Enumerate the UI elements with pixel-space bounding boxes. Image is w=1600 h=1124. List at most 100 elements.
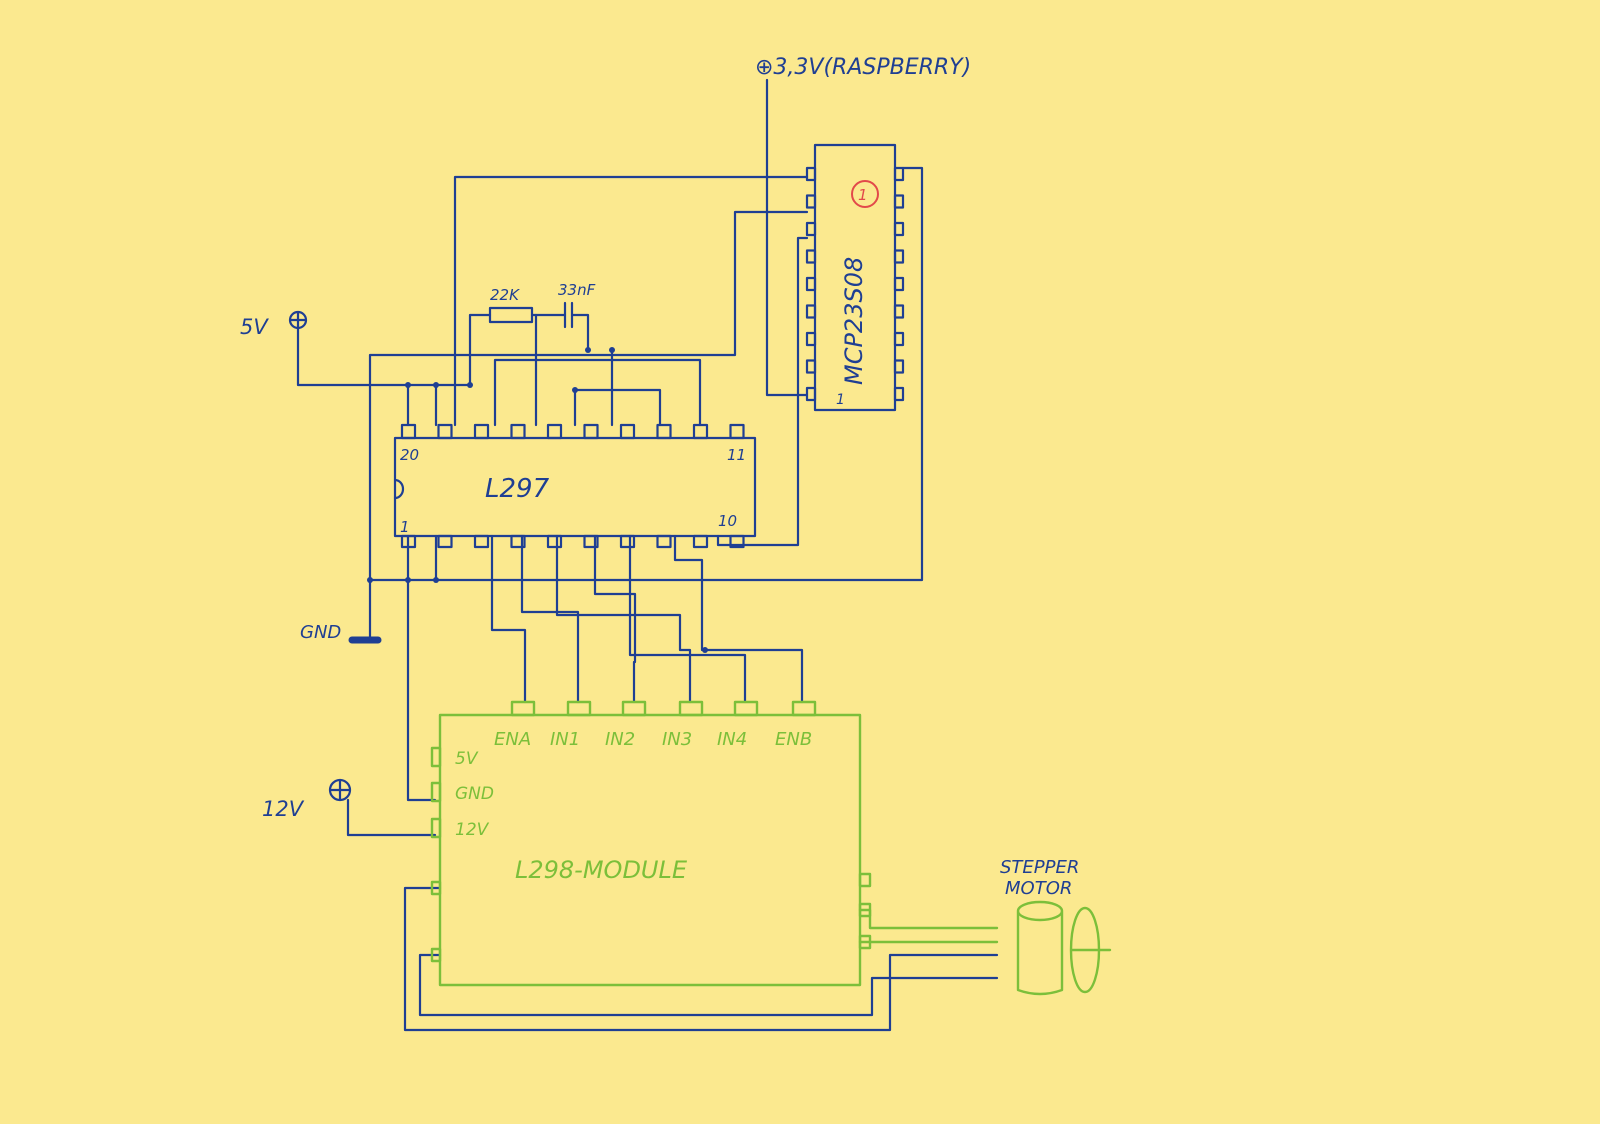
l298-body — [438, 713, 862, 987]
logic-wiring — [296, 78, 999, 1032]
l297-pin — [692, 534, 709, 549]
l298-input-pin — [791, 700, 817, 717]
junction-dot — [585, 347, 591, 353]
l298-input-labels: ENA IN1 IN2 IN3 IN4 ENB — [494, 729, 812, 750]
mcp-pin — [893, 276, 905, 292]
gnd-symbol: GND — [300, 622, 382, 644]
l298-input-pin — [621, 700, 647, 717]
l297-pin — [656, 423, 672, 440]
l297-pin — [583, 534, 599, 549]
l298-power-pin — [430, 746, 442, 768]
l298-label: L298-MODULE — [515, 856, 688, 884]
supply-5v: 5V — [240, 310, 308, 339]
mcp-pin — [893, 194, 905, 209]
l297-pin11-label: 11 — [727, 446, 746, 464]
mcp-pin — [805, 276, 817, 292]
l298-input-pin — [678, 700, 704, 717]
mcp-address-label: 1 — [858, 186, 868, 204]
mcp-pin — [893, 304, 905, 319]
junction-dot — [572, 387, 578, 393]
l297-bottom-pins — [400, 534, 745, 549]
mcp-pin — [893, 386, 905, 402]
l298-input-label: IN2 — [605, 729, 635, 750]
mcp-pin — [893, 166, 905, 182]
junction-dot — [367, 577, 373, 583]
l297-pin — [619, 423, 636, 440]
motor-body — [1016, 910, 1064, 996]
l297-notch — [393, 478, 405, 500]
junction-dot — [702, 647, 708, 653]
resistor-22k — [488, 306, 534, 324]
l298-input-label: ENB — [775, 729, 812, 750]
l297-label: L297 — [485, 474, 550, 504]
junction-dot — [467, 382, 473, 388]
l297-pin10-label: 10 — [718, 512, 737, 530]
l298-power-pin — [430, 781, 442, 803]
mcp-pin — [805, 249, 817, 264]
l298-input-pin — [733, 700, 759, 717]
l298-input-label: IN1 — [550, 729, 580, 750]
l298-power-label: 5V — [455, 749, 479, 769]
mcp-pin — [893, 249, 905, 264]
mcp-pin — [805, 194, 817, 209]
l298-input-label: ENA — [494, 729, 531, 750]
rpi-3v3-supply: ⊕3,3V(RASPBERRY) — [755, 55, 971, 80]
l297-pin — [473, 423, 490, 440]
l297-body — [393, 436, 757, 538]
supply-12v-label: 12V — [262, 797, 305, 821]
mcp-address-circle — [851, 180, 879, 208]
l297-pin — [546, 534, 563, 549]
mcp-pin — [893, 359, 905, 374]
l297-pin1-label: 1 — [400, 518, 410, 536]
l298-power-pin — [430, 817, 442, 839]
l298-input-pin — [510, 700, 536, 717]
motor-top — [1016, 900, 1064, 922]
mcp-pin — [805, 304, 817, 319]
mcp-pin1-label: 1 — [836, 392, 845, 408]
junction-dot — [433, 382, 439, 388]
l298-input-label: IN3 — [662, 729, 692, 750]
supply-12v: 12V — [262, 778, 352, 821]
mcp-left-pins — [805, 166, 817, 402]
l298-input-label: IN4 — [717, 729, 747, 750]
mcp-label: MCP23S08 — [840, 257, 868, 385]
l297-top-pins — [400, 423, 745, 440]
rpi-3v3-label: ⊕3,3V(RASPBERRY) — [755, 55, 971, 80]
l297-pin — [510, 534, 526, 549]
mcp23s08-chip: MCP23S08 1 1 — [805, 143, 905, 412]
resistor-label: 22K — [490, 286, 520, 304]
mcp-pin — [893, 221, 905, 237]
l298-input-pin — [566, 700, 592, 717]
motor-label-line1: STEPPER — [1000, 857, 1079, 878]
mcp-pin — [893, 331, 905, 347]
mcp-pin — [805, 221, 817, 237]
rc-network: 22K 33nF — [468, 281, 596, 427]
l297-pin — [692, 423, 709, 440]
l297-pin — [437, 423, 453, 440]
l297-pin — [583, 423, 599, 440]
l298-top-pins — [510, 700, 817, 717]
l298-module: ENA IN1 IN2 IN3 IN4 ENB 5V GND 12V L298-MODULE — [430, 700, 999, 987]
l297-pin — [619, 534, 636, 549]
l297-pin — [437, 534, 453, 549]
l297-pin — [729, 423, 745, 440]
l298-power-label: 12V — [455, 820, 490, 840]
l298-left-pins — [430, 746, 442, 963]
mcp-pin — [805, 386, 817, 402]
mcp-right-pins — [893, 166, 905, 402]
l297-pin20-label: 20 — [400, 446, 419, 464]
motor-label-line2: MOTOR — [1005, 878, 1072, 899]
supply-5v-label: 5V — [240, 315, 269, 339]
junction-dot — [405, 382, 411, 388]
l297-pin — [400, 423, 417, 440]
l297-pin — [656, 534, 672, 549]
l298-output-pin — [430, 880, 442, 896]
l297-pin — [473, 534, 490, 549]
mcp-pin — [805, 166, 817, 182]
gnd-label: GND — [300, 622, 341, 643]
junction-dot — [609, 347, 615, 353]
l298-power-labels: 5V GND 12V — [455, 749, 494, 840]
l298-power-label: GND — [455, 784, 494, 804]
